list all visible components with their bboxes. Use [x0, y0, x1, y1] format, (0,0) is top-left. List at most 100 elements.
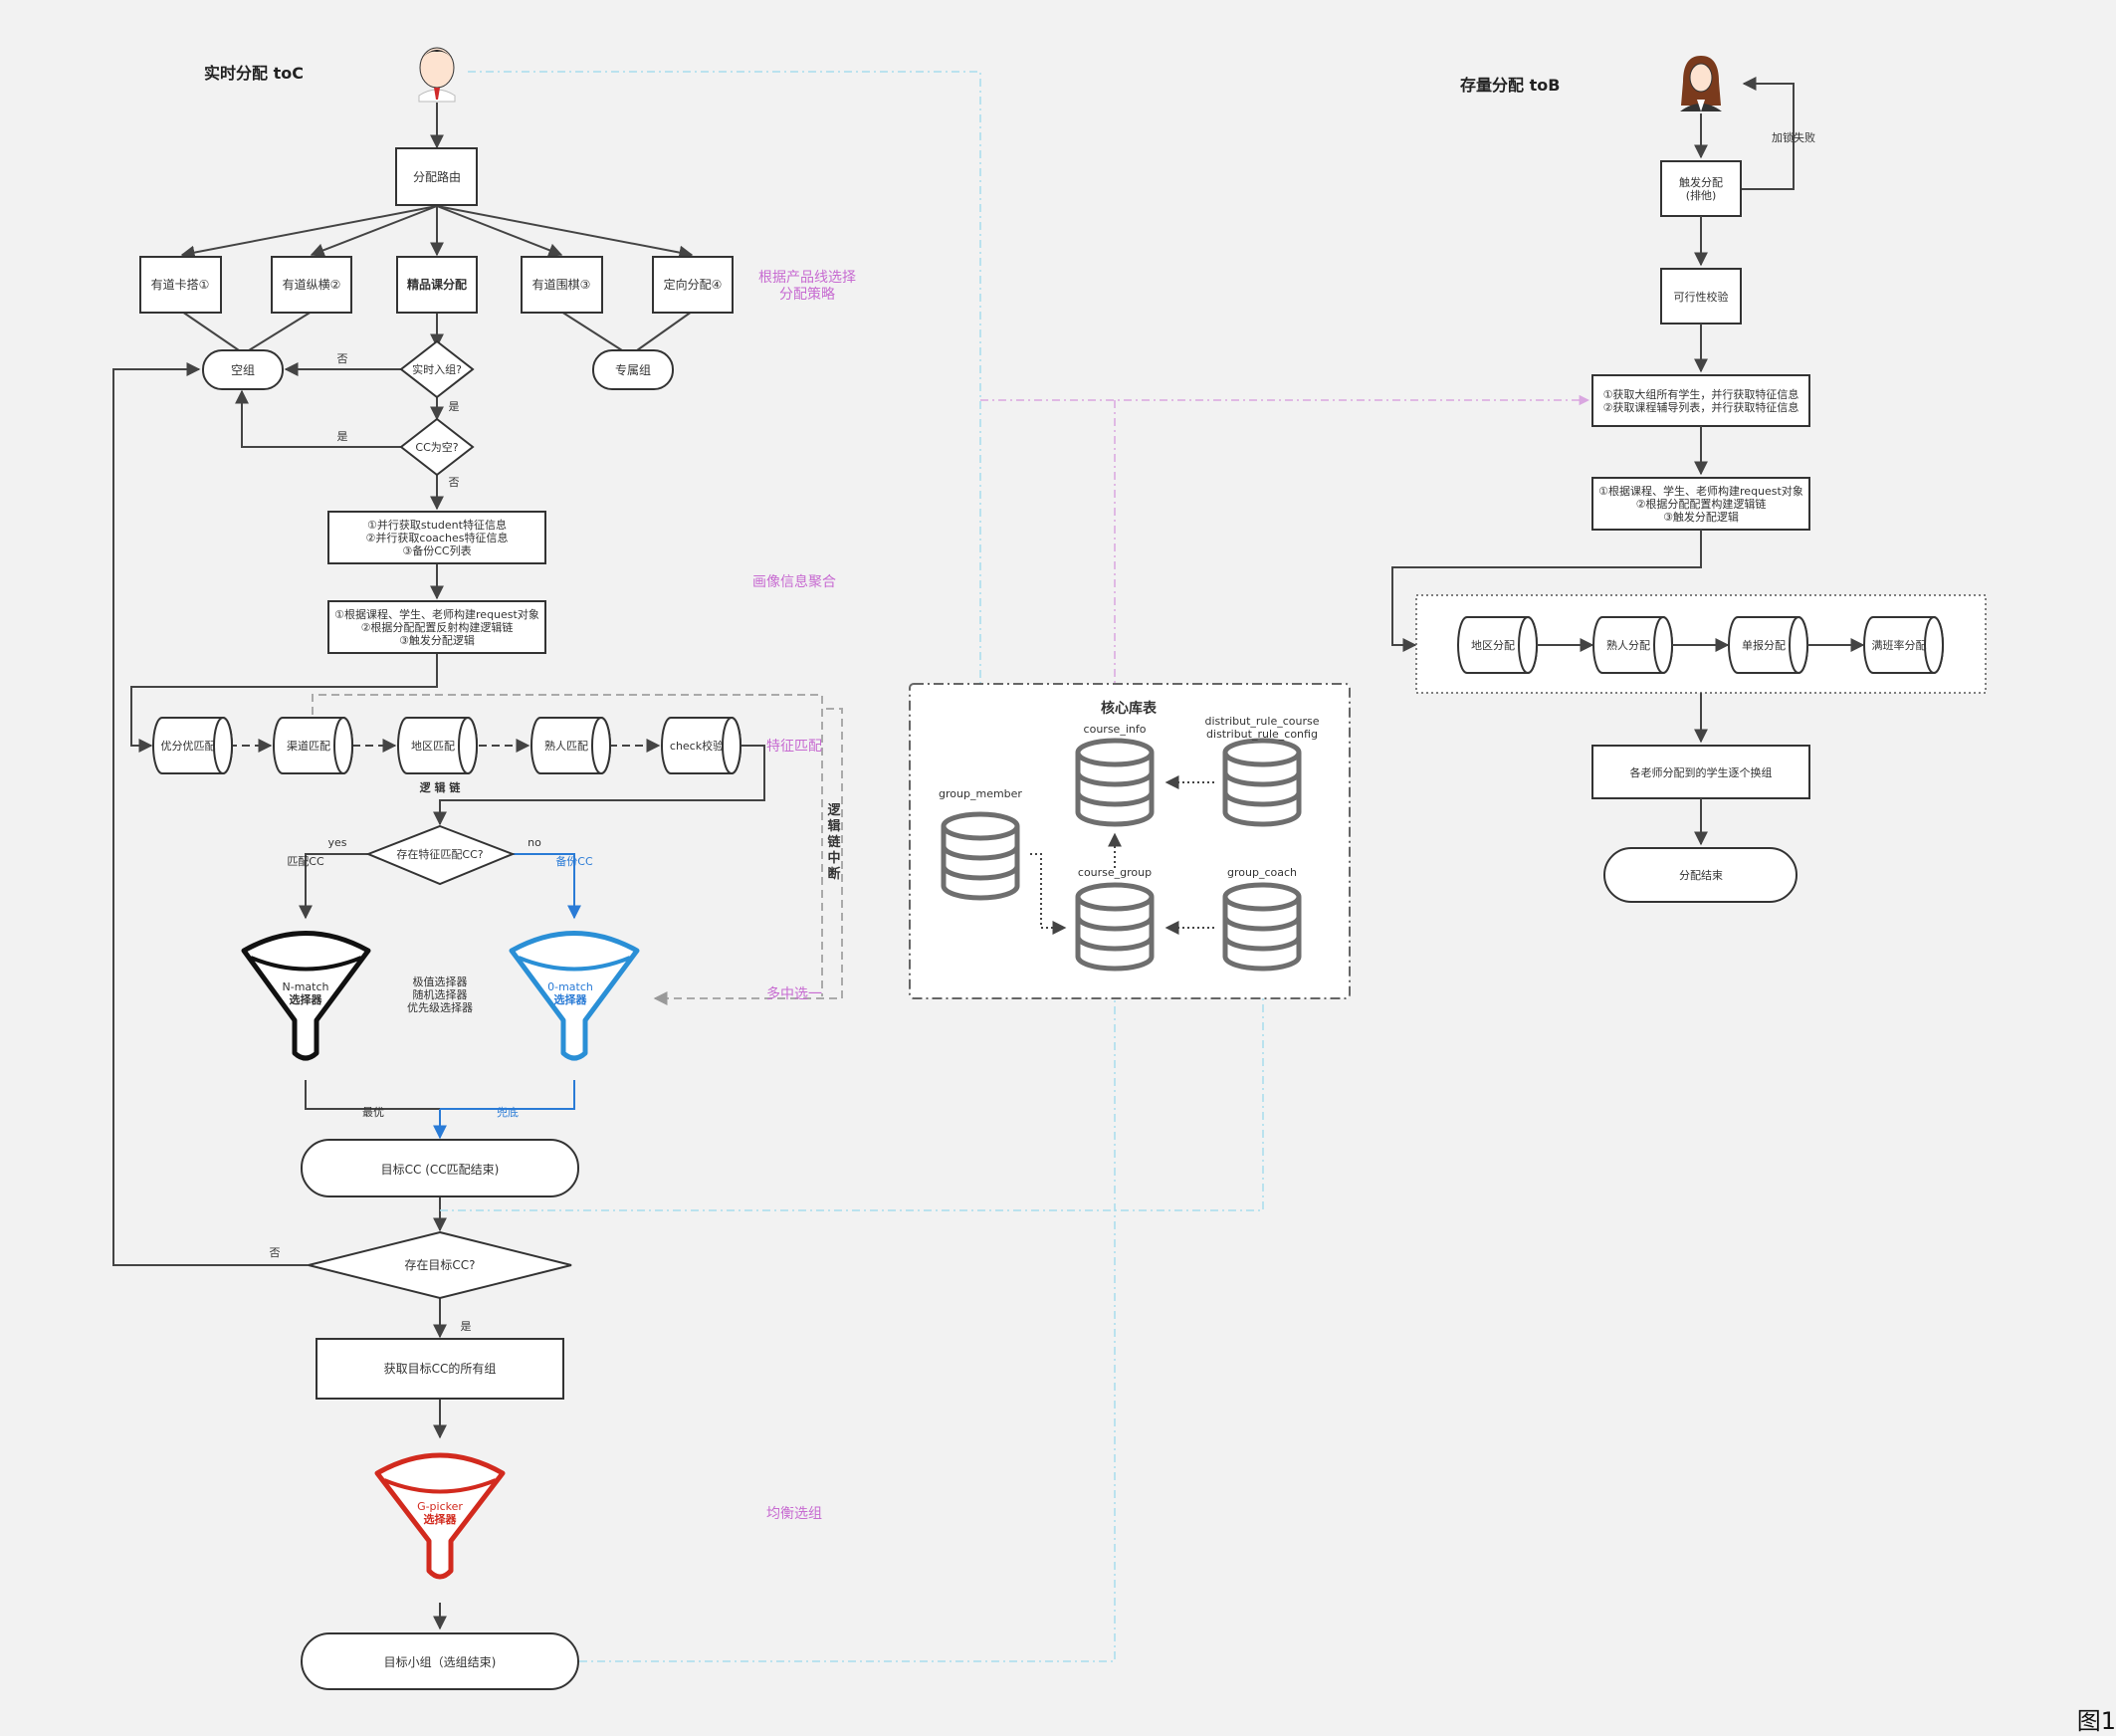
n-match-selector: 选择器: [290, 992, 323, 1006]
build-line-2: ②根据分配配置反射构建逻辑链: [361, 620, 514, 634]
end-label: 分配结束: [1679, 869, 1723, 882]
chain-node-4: 熟人匹配: [530, 717, 611, 774]
gather-line-3: ③备份CC列表: [402, 543, 471, 557]
strategy-label-1: 有道卡搭①: [151, 278, 210, 292]
route-label: 分配路由: [413, 169, 461, 184]
logic-interrupt-frame: [312, 694, 843, 1005]
label-no-3: 否: [270, 1246, 281, 1259]
target-group-node: [301, 1632, 579, 1690]
empty-group-label: 空组: [231, 363, 255, 377]
label-yes-branch: yes: [327, 836, 346, 849]
strategy-box-2: [271, 256, 352, 314]
db-distribut-rule-icon: [1222, 738, 1302, 827]
chain-node-5: check校验: [661, 717, 741, 774]
label-yes-1: 是: [449, 400, 460, 413]
right-chain-label-2: 熟人分配: [1606, 638, 1650, 652]
right-title: 存量分配 toB: [1460, 76, 1560, 95]
g-picker-selector: 选择器: [424, 1512, 458, 1526]
logic-interrupt-label: 逻 辑 链 中 断: [826, 802, 841, 882]
build-line-1: ①根据课程、学生、老师构建request对象: [334, 607, 539, 621]
exchange-box: [1591, 745, 1810, 799]
realtime-join-decision: [399, 339, 475, 399]
strategy-label-2: 有道纵横②: [283, 278, 341, 292]
n-match-funnel-icon: N-match 选择器: [241, 931, 371, 1061]
gather-line-1: ①并行获取student特征信息: [367, 518, 507, 532]
get-groups-box: [316, 1338, 564, 1400]
exists-target-label: 存在目标CC?: [404, 1258, 475, 1272]
svg-text:链: 链: [826, 834, 841, 850]
annotation-profile: 画像信息聚合: [752, 573, 836, 590]
annotation-balance: 均衡选组: [766, 1506, 822, 1522]
feature-match-decision: [365, 824, 516, 886]
db-group-member-label: group_member: [939, 787, 1022, 800]
build-box: [1591, 477, 1810, 531]
empty-group-node: [202, 349, 284, 390]
gather-line-2: ②并行获取coaches特征信息: [366, 531, 509, 544]
figure-label-fragment: 图1: [2076, 1707, 2116, 1735]
retry-label: 加锁失败: [1772, 130, 1815, 144]
exchange-label: 各老师分配到的学生逐个换组: [1630, 765, 1773, 779]
n-match-label: N-match: [283, 980, 329, 993]
annotations: 根据产品线选择 分配策略 画像信息聚合 特征匹配 多中选一 均衡选组: [752, 270, 856, 1522]
feasibility-label: 可行性校验: [1674, 290, 1729, 304]
customer-person-icon: [418, 47, 456, 103]
svg-text:中: 中: [827, 850, 840, 866]
selector-type-3: 优先级选择器: [407, 1000, 473, 1014]
build-logic-box: [327, 600, 546, 654]
chain-label-4: 熟人匹配: [544, 739, 588, 753]
build-line-r2: ②根据分配配置构建逻辑链: [1636, 497, 1767, 511]
db-group-coach-label: group_coach: [1227, 866, 1297, 879]
target-group-label: 目标小组（选组结束): [384, 1655, 497, 1669]
g-picker-funnel-icon: G-picker 选择器: [374, 1452, 506, 1580]
build-line-3: ③触发分配逻辑: [399, 633, 475, 647]
chain-node-2: 渠道匹配: [273, 717, 353, 774]
strategy-label-4: 有道围棋③: [532, 278, 591, 292]
strategy-box-3: [396, 256, 478, 314]
annotation-strategy-1: 根据产品线选择: [758, 270, 856, 286]
chain-label-5: check校验: [670, 739, 724, 753]
feature-match-label: 存在特征匹配CC?: [396, 847, 483, 861]
zero-match-label: 0-match: [547, 980, 593, 993]
db-course-group-label: course_group: [1078, 866, 1152, 879]
chain-label-1: 优分优匹配: [161, 740, 216, 753]
db-course-info-icon: [1075, 738, 1155, 827]
right-chain-node-2: 熟人分配: [1592, 616, 1673, 674]
label-best: 最优: [362, 1106, 384, 1119]
zero-match-funnel-icon: 0-match 选择器: [509, 931, 640, 1061]
annotation-feature: 特征匹配: [766, 739, 822, 755]
right-flow: 存量分配 toB 加锁失败 触发分配 (排他) 可行性校验 ①获取大组所有学生，…: [1391, 56, 1987, 903]
teacher-person-icon: [1680, 56, 1722, 111]
end-node: [1603, 847, 1798, 903]
right-chain-label-1: 地区分配: [1471, 639, 1515, 652]
get-groups-label: 获取目标CC的所有组: [384, 1361, 497, 1376]
core-db-panel: 核心库表 course_info distribut_rule_course d…: [909, 683, 1351, 999]
exclusive-group-node: [592, 349, 674, 390]
exists-target-decision: [308, 1230, 572, 1300]
strategy-box-4: [521, 256, 603, 314]
svg-text:断: 断: [827, 866, 840, 882]
cross-links: [440, 71, 1590, 1662]
target-cc-node: [301, 1139, 579, 1197]
db-course-info-label: course_info: [1084, 723, 1147, 736]
db-group-member-icon: [941, 811, 1020, 901]
db-group-coach-icon: [1222, 882, 1302, 972]
label-no-2: 否: [449, 476, 460, 489]
fetch-box: [1591, 374, 1810, 427]
annotation-strategy-2: 分配策略: [779, 286, 835, 303]
label-yes-3: 是: [461, 1320, 472, 1333]
right-chain-label-3: 单报分配: [1742, 638, 1786, 652]
build-line-r3: ③触发分配逻辑: [1663, 510, 1739, 524]
svg-text:辑: 辑: [827, 818, 840, 834]
strategy-label-3: 精品课分配: [407, 277, 467, 292]
db-course-group-icon: [1075, 882, 1155, 972]
zero-match-selector: 选择器: [554, 992, 588, 1006]
realtime-join-label: 实时入组?: [412, 362, 462, 376]
trigger-line-1: 触发分配: [1679, 175, 1723, 189]
trigger-box: [1660, 160, 1742, 217]
exclusive-group-label: 专属组: [615, 362, 651, 377]
right-chain-label-4: 满班率分配: [1872, 638, 1927, 652]
chain-node-3: 地区匹配: [397, 717, 478, 774]
label-backup-cc: 备份CC: [555, 854, 593, 868]
right-chain-node-1: 地区分配: [1457, 616, 1538, 674]
